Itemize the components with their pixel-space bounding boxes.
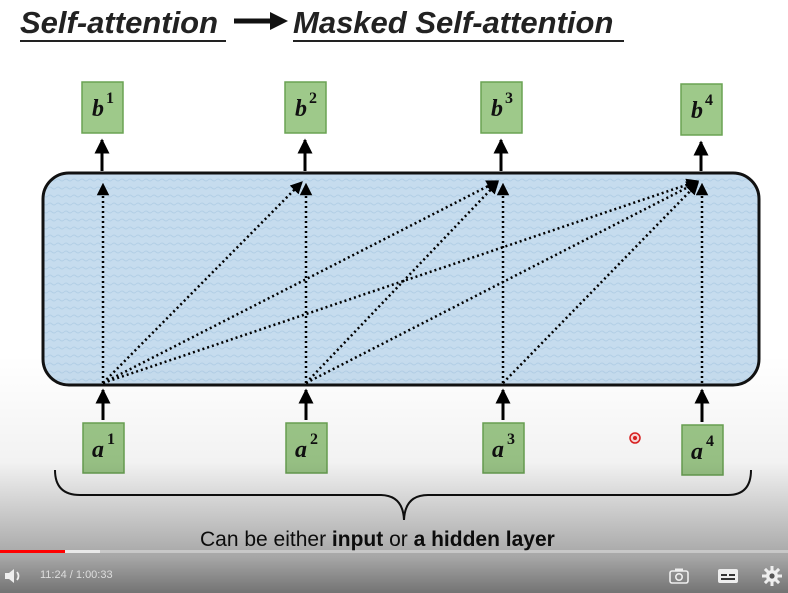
caption-part3: or [383,528,413,551]
captions-icon [718,569,738,583]
input-label: a [492,437,504,463]
output-box-b2: b 2 [284,81,327,134]
output-sup: 4 [705,92,713,109]
input-label: a [295,437,307,463]
laser-pointer-dot [629,432,641,444]
duration: 1:00:33 [75,569,113,581]
screenshot-button[interactable] [668,565,690,587]
progress-bar[interactable] [0,550,788,553]
camera-icon [669,568,689,584]
attn-a1-b3 [102,179,500,385]
caption-input: input [332,528,383,551]
slide-title: Self-attention Masked Self-attention [20,5,624,42]
attn-a3-b4 [502,182,699,384]
current-time: 11:24 [40,569,67,581]
output-box-b1: b 1 [81,81,124,134]
output-sup: 3 [505,90,513,107]
input-box-a2: a 2 [285,422,328,474]
time-display: 11:24 / 1:00:33 [40,569,113,581]
attn-a1-b2 [102,181,303,384]
input-arrows [95,388,710,422]
output-arrows [94,138,709,171]
caption-hidden-layer: a hidden layer [414,528,555,551]
attention-block [41,171,761,387]
captions-button[interactable] [716,565,740,587]
attn-a2-b3 [305,181,499,384]
output-box-b4: b 4 [680,83,723,136]
input-label: a [92,437,104,463]
input-sup: 1 [107,431,115,448]
output-label: b [295,96,307,122]
input-label: a [691,439,703,465]
attention-arrows [96,178,709,385]
title-right: Masked Self-attention [293,5,613,40]
settings-button[interactable] [760,564,784,588]
input-box-a4: a 4 [681,424,724,476]
output-label: b [491,96,503,122]
gear-icon [762,566,782,586]
player-controls: 11:24 / 1:00:33 [0,559,788,593]
volume-icon [5,569,20,583]
input-box-a3: a 3 [482,422,525,474]
title-left: Self-attention [20,5,218,40]
volume-button[interactable] [2,565,24,587]
input-box-a1: a 1 [82,422,125,474]
output-label: b [691,98,703,124]
output-label: b [92,96,104,122]
caption-part1: Can be either [200,528,332,551]
input-sup: 4 [706,433,714,450]
title-arrow-icon [234,12,288,30]
caption: Can be either input or a hidden layer [200,528,555,551]
output-sup: 2 [309,90,317,107]
output-sup: 1 [106,90,114,107]
input-sup: 3 [507,431,515,448]
curly-brace [54,469,752,521]
progress-played [0,550,66,553]
output-box-b3: b 3 [480,81,523,134]
input-sup: 2 [310,431,318,448]
time-separator: / [66,569,76,581]
